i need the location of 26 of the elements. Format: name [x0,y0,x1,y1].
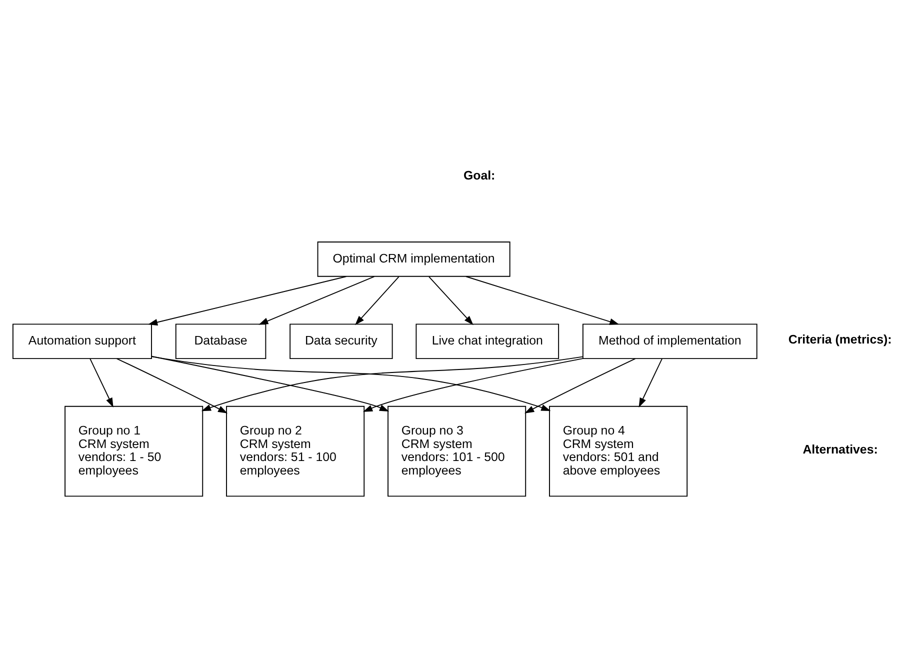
node-box: Data security [290,324,393,360]
label: Goal: [463,168,496,182]
arrow [355,276,400,326]
node-box: Live chat integration [416,324,560,360]
arrow [151,356,551,412]
arrow [201,356,584,412]
arrow [148,276,347,326]
arrow [524,358,636,414]
arrow [258,276,375,325]
arrow [465,276,620,325]
label: Criteria (metrics): [788,332,892,347]
arrow [116,358,228,414]
node-box: Group no 2 CRM system vendors: 51 - 100 employees [226,406,365,497]
node-box: Group no 1 CRM system vendors: 1 - 50 employees [64,406,204,497]
node-box: Database [175,324,266,360]
node-box: Group no 3 CRM system vendors: 101 - 500 employees [388,406,526,497]
arrow [90,358,114,408]
node-box: Optimal CRM implementation [317,242,510,277]
arrow [362,358,584,412]
node-box: Group no 4 CRM system vendors: 501 and above employees [549,406,688,497]
node-box: Automation support [12,324,152,360]
arrow [151,356,390,412]
label: Alternatives: [802,442,878,457]
arrow [638,358,663,408]
node-box: Method of implementation [582,324,758,360]
arrow [428,276,474,326]
